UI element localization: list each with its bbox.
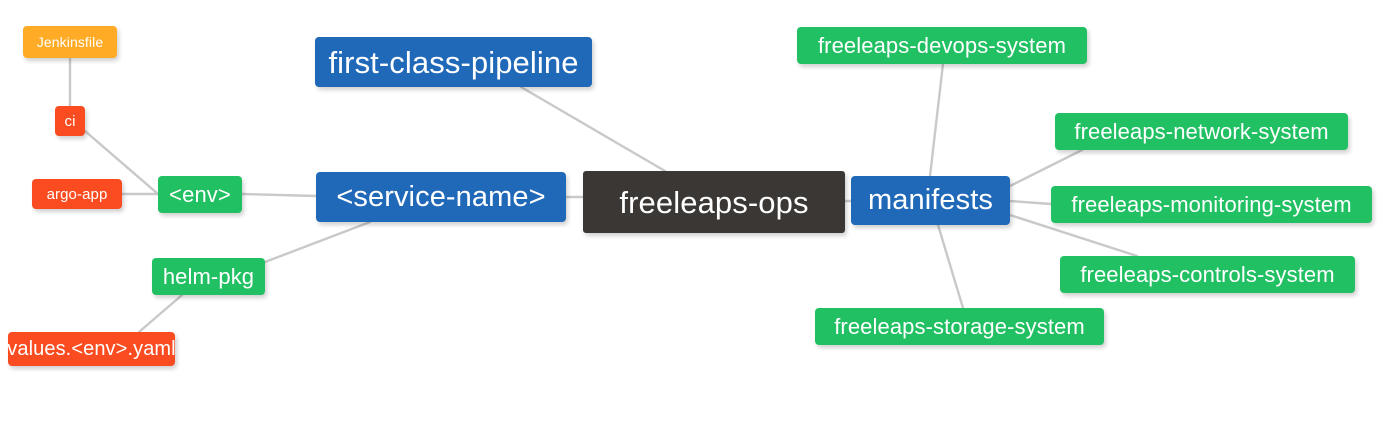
node-values-yaml[interactable]: values.<env>.yaml <box>7 332 176 366</box>
node-freeleaps-devops-system-label: freeleaps-devops-system <box>817 32 1067 58</box>
node-argo-app-label: argo-app <box>46 185 108 203</box>
node-helm-pkg[interactable]: helm-pkg <box>152 258 265 295</box>
edge-manifests-devops <box>928 62 945 178</box>
node-service-name[interactable]: <service-name> <box>316 172 566 222</box>
node-values-yaml-label: values.<env>.yaml <box>7 338 176 360</box>
node-env[interactable]: <env> <box>158 176 242 213</box>
node-root-label: freeleaps-ops <box>619 184 809 220</box>
node-freeleaps-devops-system[interactable]: freeleaps-devops-system <box>797 27 1087 64</box>
node-freeleaps-storage-system-label: freeleaps-storage-system <box>834 313 1085 339</box>
node-first-class-pipeline-label: first-class-pipeline <box>328 44 579 80</box>
node-jenkinsfile-label: Jenkinsfile <box>36 34 104 50</box>
node-service-name-label: <service-name> <box>336 180 546 213</box>
node-freeleaps-storage-system[interactable]: freeleaps-storage-system <box>815 308 1104 345</box>
edge-manifests-network <box>1008 148 1084 188</box>
node-manifests[interactable]: manifests <box>851 176 1010 225</box>
node-helm-pkg-label: helm-pkg <box>162 263 255 289</box>
node-jenkinsfile[interactable]: Jenkinsfile <box>23 26 117 58</box>
node-freeleaps-controls-system-label: freeleaps-controls-system <box>1080 261 1335 287</box>
node-ci[interactable]: ci <box>55 106 85 136</box>
edge-pipeline-root <box>519 85 667 173</box>
node-env-label: <env> <box>169 181 231 207</box>
node-ci-label: ci <box>64 112 76 130</box>
edge-manifests-monitoring <box>1008 199 1053 206</box>
node-freeleaps-monitoring-system[interactable]: freeleaps-monitoring-system <box>1051 186 1372 223</box>
edge-env-service <box>240 192 318 198</box>
node-freeleaps-monitoring-system-label: freeleaps-monitoring-system <box>1071 191 1352 217</box>
node-freeleaps-controls-system[interactable]: freeleaps-controls-system <box>1060 256 1355 293</box>
edge-values-helmpkg <box>137 293 184 334</box>
node-freeleaps-network-system[interactable]: freeleaps-network-system <box>1055 113 1348 150</box>
node-manifests-label: manifests <box>868 184 993 216</box>
node-argo-app[interactable]: argo-app <box>32 179 122 209</box>
edge-manifests-storage <box>936 223 965 310</box>
node-root-freeleaps-ops[interactable]: freeleaps-ops <box>583 171 845 233</box>
node-first-class-pipeline[interactable]: first-class-pipeline <box>315 37 592 87</box>
edge-helmpkg-service <box>263 220 372 264</box>
node-freeleaps-network-system-label: freeleaps-network-system <box>1074 118 1329 144</box>
